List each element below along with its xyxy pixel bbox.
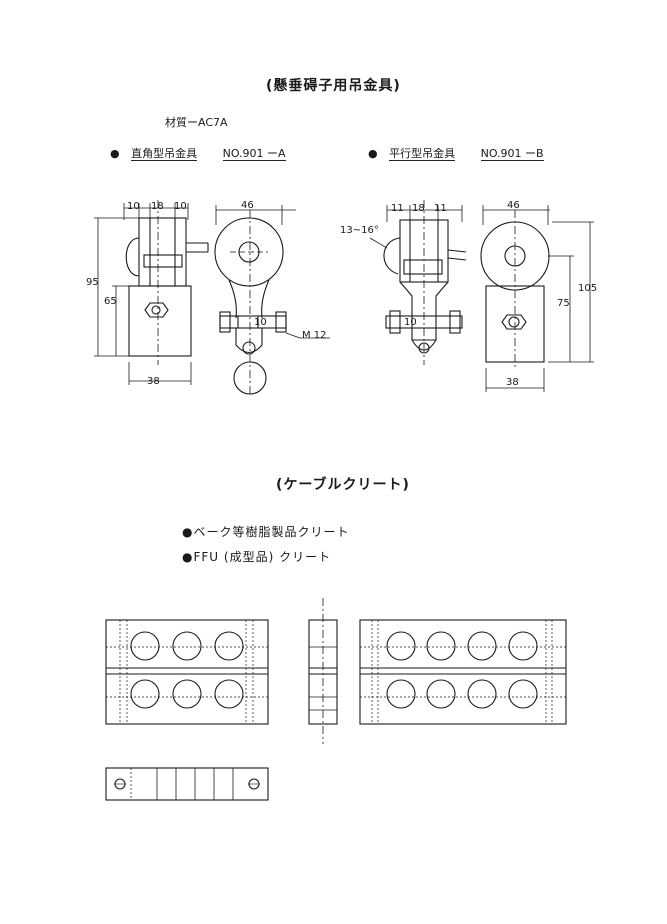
dim-a-thread: M 12 — [302, 330, 327, 341]
material-label: 材質ーAC7A — [165, 116, 228, 129]
cleat-item-1: ●ベーク等樹脂製品クリート — [182, 523, 350, 540]
dim-a-top-2: 18 — [151, 201, 164, 212]
variant-a-code: NO.901 ーA — [222, 147, 286, 161]
dim-a-height-65: 65 — [104, 296, 117, 307]
drawing-b-front-view — [383, 200, 467, 365]
dim-a-height-95: 95 — [86, 277, 99, 288]
dim-b-width-46: 46 — [507, 200, 520, 211]
variant-b-heading: ● 平行型吊金具 NO.901 ーB — [368, 145, 544, 161]
drawing-a-front-view — [125, 200, 209, 365]
dim-b-angle: 13~16° — [340, 225, 379, 236]
cleat-top-view — [105, 767, 269, 801]
variant-a-heading: ● 直角型吊金具 NO.901 ーA — [110, 145, 286, 161]
cleat-item-1-text: ベーク等樹脂製品クリート — [193, 525, 350, 539]
dim-a-top-3: 10 — [174, 201, 187, 212]
bullet-icon: ● — [368, 147, 378, 160]
cleat-left — [105, 619, 269, 725]
variant-a-name: 直角型吊金具 — [131, 147, 198, 161]
cleat-item-2: ●FFU (成型品) クリート — [182, 548, 331, 565]
dim-a-width-46: 46 — [241, 200, 254, 211]
dim-b-top-3: 11 — [434, 203, 447, 214]
dim-a-bottom-38: 38 — [147, 376, 160, 387]
cleat-right — [359, 619, 567, 725]
dim-b-top-2: 18 — [412, 203, 425, 214]
dim-b-bolt-10: 10 — [404, 317, 417, 328]
dim-a-bolt-10: 10 — [254, 317, 267, 328]
cleat-item-2-text: FFU (成型品) クリート — [193, 550, 332, 564]
variant-b-code: NO.901 ーB — [480, 147, 544, 161]
dim-b-top-1: 11 — [391, 203, 404, 214]
bullet-icon: ● — [182, 550, 194, 564]
dim-a-top-1: 10 — [127, 201, 140, 212]
dim-b-height-75: 75 — [557, 298, 570, 309]
dim-b-height-105: 105 — [578, 283, 598, 294]
drawing-b-dimensions — [369, 205, 463, 249]
drawing-b-side-view — [480, 205, 594, 392]
section1-title: (懸垂碍子用吊金具) — [266, 78, 401, 94]
drawing-a-dimensions — [94, 203, 192, 385]
section2-title: (ケーブルクリート) — [276, 477, 410, 493]
variant-b-name: 平行型吊金具 — [389, 147, 456, 161]
bullet-icon: ● — [182, 525, 194, 539]
dim-b-bottom-38: 38 — [506, 377, 519, 388]
cleat-side-view — [308, 598, 338, 744]
drawing-a-side-view — [214, 205, 330, 395]
bullet-icon: ● — [110, 147, 120, 160]
